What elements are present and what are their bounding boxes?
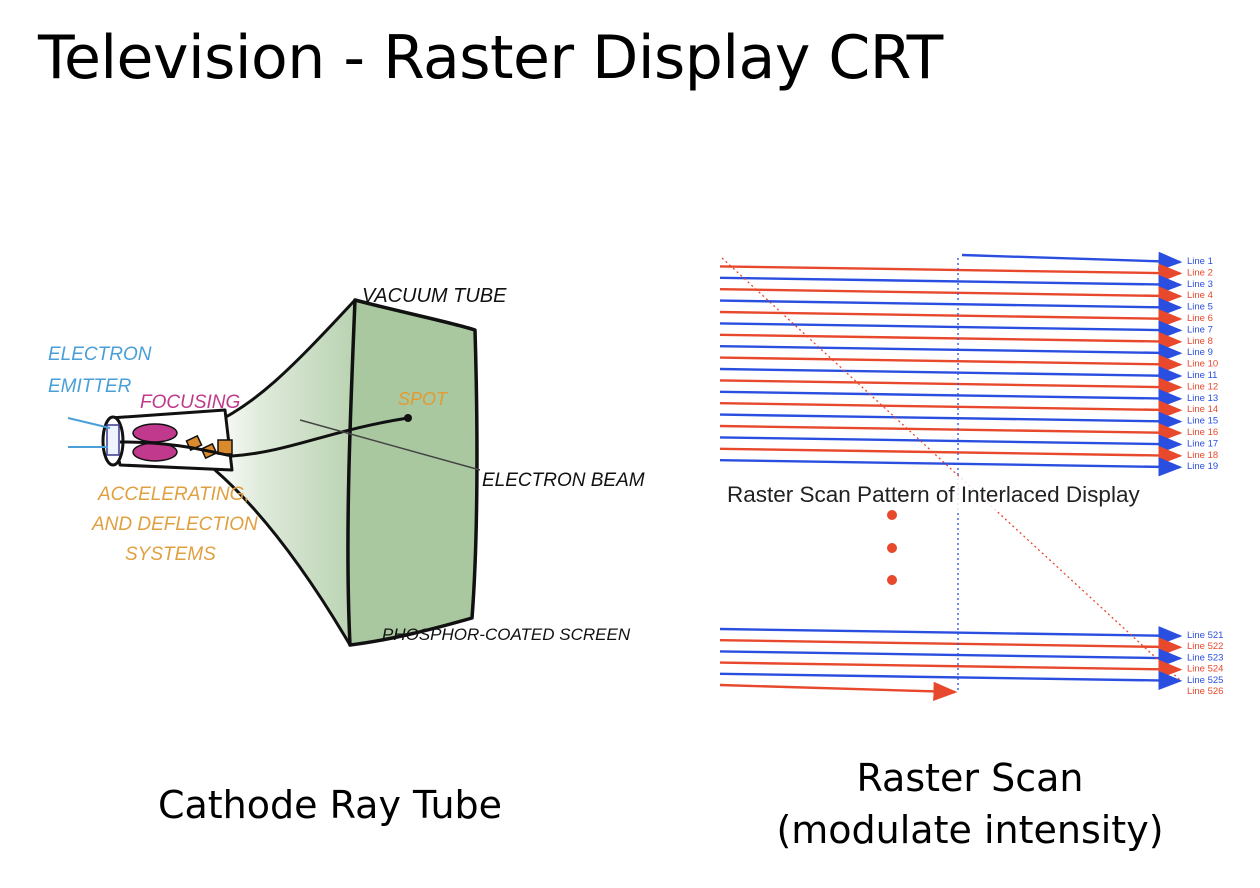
raster-line-top-3-scanline (719, 274, 1183, 295)
raster-line-top-15-scanline (719, 411, 1183, 431)
raster-line-top-9-label: Line 9 (1187, 347, 1213, 358)
raster-line-bottom-5-label: Line 525 (1187, 675, 1223, 686)
raster-line-top-7-scanline (719, 320, 1183, 340)
vacuum-tube-funnel (208, 298, 357, 647)
tube-neck (108, 408, 234, 472)
label-vacuum-tube: VACUUM TUBE (362, 285, 507, 307)
raster-pattern-label: Raster Scan Pattern of Interlaced Displa… (727, 482, 1140, 507)
raster-line-bottom-6-label: Line 526 (1187, 686, 1223, 697)
raster-line-bottom-6-scanline (719, 681, 958, 701)
raster-line-top-7-label: Line 7 (1187, 324, 1213, 335)
crt-drawing: VACUUM TUBE ELECTRON EMITTER FOCUSING SP… (48, 285, 645, 647)
beam-leader (299, 419, 481, 471)
slide-title: Television - Raster Display CRT (38, 23, 943, 93)
label-accelerating-2: AND DEFLECTION (91, 514, 258, 535)
raster-lines-bottom (719, 626, 1183, 701)
phosphor-screen (346, 298, 479, 647)
label-electron-emitter-1: ELECTRON (48, 344, 152, 365)
raster-line-top-10-label: Line 10 (1187, 359, 1218, 370)
electron-emitter-coil (106, 424, 120, 456)
raster-line-top-13-label: Line 13 (1187, 393, 1218, 404)
diagonal-retrace-line (721, 257, 1181, 681)
spot-dot (404, 414, 412, 422)
raster-caption-line-2: (modulate intensity) (776, 808, 1164, 852)
raster-line-top-8-label: Line 8 (1187, 336, 1213, 347)
raster-lines-top (719, 251, 1183, 477)
raster-line-top-8-scanline (719, 331, 1183, 352)
raster-line-top-11-label: Line 11 (1187, 370, 1217, 381)
raster-line-top-11-scanline (719, 366, 1183, 386)
raster-line-bottom-3-scanline (719, 648, 1183, 668)
raster-line-top-1-label: Line 1 (1187, 256, 1213, 267)
label-phosphor-screen: PHOSPHOR-COATED SCREEN (382, 625, 631, 644)
raster-caption-line-1: Raster Scan (856, 756, 1084, 800)
ellipsis-dot-3 (887, 575, 897, 585)
raster-line-top-3-label: Line 3 (1187, 279, 1213, 290)
raster-caption: Raster Scan (modulate intensity) (730, 752, 1210, 856)
label-focusing: FOCUSING (140, 392, 240, 413)
raster-line-top-18-label: Line 18 (1187, 450, 1218, 461)
raster-line-top-10-scanline (719, 354, 1183, 374)
raster-line-top-6-scanline (719, 309, 1183, 329)
raster-line-top-6-label: Line 6 (1187, 313, 1213, 324)
raster-line-top-13-scanline (719, 388, 1183, 409)
raster-line-bottom-1-scanline (719, 626, 1183, 646)
raster-line-top-5-scanline (719, 297, 1183, 317)
raster-line-top-2-label: Line 2 (1187, 267, 1213, 278)
raster-line-bottom-3-label: Line 523 (1187, 652, 1223, 663)
raster-line-top-12-label: Line 12 (1187, 381, 1218, 392)
raster-line-bottom-1-label: Line 521 (1187, 630, 1223, 641)
crt-caption: Cathode Ray Tube (157, 783, 503, 827)
raster-line-top-19-label: Line 19 (1187, 461, 1218, 472)
raster-line-top-1-scanline (961, 251, 1183, 271)
raster-line-top-18-scanline (719, 445, 1183, 466)
raster-line-top-4-label: Line 4 (1187, 290, 1213, 301)
raster-line-bottom-2-label: Line 522 (1187, 641, 1223, 652)
label-electron-beam: ELECTRON BEAM (482, 470, 645, 491)
raster-line-top-16-label: Line 16 (1187, 427, 1218, 438)
raster-line-bottom-4-label: Line 524 (1187, 664, 1223, 675)
raster-line-top-5-label: Line 5 (1187, 302, 1213, 313)
ellipsis-dot-2 (887, 543, 897, 553)
raster-line-top-17-label: Line 17 (1187, 438, 1218, 449)
raster-line-bottom-5-scanline (719, 670, 1183, 691)
label-accelerating-1: ACCELERATING, (97, 484, 250, 505)
raster-line-top-14-label: Line 14 (1187, 404, 1218, 415)
deflection-plates (185, 434, 233, 460)
raster-line-top-19-scanline (719, 457, 1183, 477)
emitter-leader-1 (67, 417, 111, 429)
raster-line-bottom-2-scanline (719, 637, 1183, 657)
ellipsis-dot-1 (887, 510, 897, 520)
raster-line-top-16-scanline (719, 423, 1183, 443)
raster-line-top-4-scanline (719, 286, 1183, 306)
raster-line-bottom-4-scanline (719, 659, 1183, 679)
raster-line-top-17-scanline (719, 434, 1183, 454)
raster-line-top-2-scanline (719, 263, 1183, 283)
label-electron-emitter-2: EMITTER (48, 376, 132, 397)
raster-line-top-12-scanline (719, 377, 1183, 397)
raster-line-top-9-scanline (719, 343, 1183, 363)
raster-line-top-15-label: Line 15 (1187, 416, 1218, 427)
label-spot: SPOT (398, 389, 449, 409)
label-accelerating-3: SYSTEMS (125, 544, 216, 565)
electron-beam-path (119, 416, 409, 458)
raster-line-top-14-scanline (719, 400, 1183, 420)
